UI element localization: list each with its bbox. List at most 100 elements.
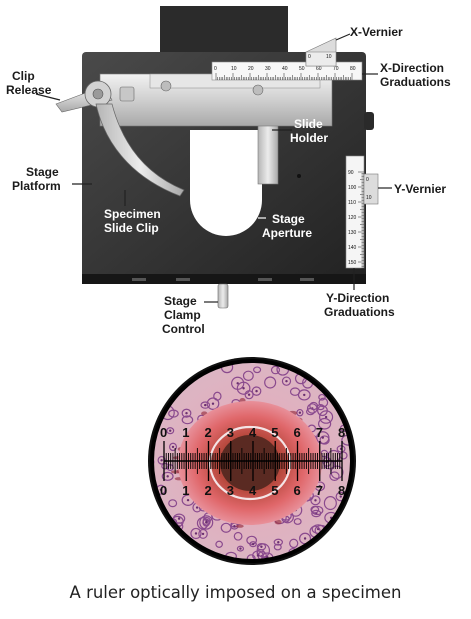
reticle-number-bottom: 0 (160, 483, 167, 498)
tissue-cell (310, 495, 321, 506)
x-scale-number: 40 (282, 66, 288, 72)
y-scale-number: 130 (348, 230, 357, 236)
tissue-cell (190, 527, 202, 540)
tissue-cell (274, 353, 281, 359)
reticle-number-top: 5 (271, 425, 278, 440)
slide-holder-screw-right (252, 84, 264, 96)
label-y-direction-graduations-1: Y-Direction (326, 291, 389, 305)
reticle-number-bottom: 7 (316, 483, 323, 498)
x-scale-number: 30 (265, 66, 271, 72)
cell-nucleus (201, 532, 205, 536)
stage-clamp-control (217, 283, 229, 309)
tissue-cell (336, 445, 346, 453)
label-stage-platform-1: Stage (26, 165, 59, 179)
figure-caption: A ruler optically imposed on a specimen (69, 583, 402, 602)
x-scale-number: 10 (231, 66, 237, 72)
y-scale-number: 90 (348, 170, 354, 176)
x-vernier-number-0: 0 (308, 54, 311, 60)
stage-platform-bottom-edge (82, 274, 366, 284)
vessel-lumen-ring (208, 425, 292, 501)
cell-nucleus (152, 496, 154, 499)
tissue-cell (236, 545, 245, 552)
cell-nucleus (298, 411, 302, 414)
cell-nucleus (339, 495, 342, 498)
platform-screw-hole (297, 174, 301, 178)
stage-aperture (190, 130, 262, 236)
cell-nucleus (314, 499, 317, 502)
reticle-number-bottom: 2 (205, 483, 212, 498)
tissue-cell (318, 397, 329, 408)
tissue-cell (181, 408, 192, 418)
tissue-cell (316, 431, 330, 445)
reticle-number-bottom: 3 (227, 483, 234, 498)
x-scale-number: 20 (248, 66, 254, 72)
reticle-number-top: 8 (338, 425, 345, 440)
x-scale-number: 60 (316, 66, 322, 72)
cell-nucleus (239, 547, 242, 550)
tissue-cell (264, 376, 277, 389)
reticle-number-bottom: 5 (271, 483, 278, 498)
label-specimen-slide-clip-1: Specimen (104, 207, 161, 221)
vessel-lumen (220, 435, 280, 491)
cell-nucleus (318, 485, 321, 488)
label-stage-clamp-control-1: Stage (164, 294, 197, 308)
tissue-cell (200, 401, 211, 409)
label-clip-release-2: Release (6, 83, 52, 97)
cell-nucleus (247, 393, 251, 396)
label-specimen-slide-clip-2: Slide Clip (104, 221, 159, 235)
tissue-cell (273, 538, 284, 546)
platform-bottom-notches (132, 278, 314, 281)
cell-nucleus (285, 379, 288, 383)
slide-holder-knob (119, 86, 135, 102)
tissue-cell (168, 442, 178, 452)
cell-nucleus (218, 560, 222, 561)
cell-nucleus (251, 542, 255, 546)
tissue-cell (293, 518, 302, 525)
tissue-cell (196, 517, 209, 530)
tissue-cell (199, 515, 214, 530)
x-scale-number: 80 (350, 66, 356, 72)
tissue-cell (323, 496, 337, 511)
tissue-cell (317, 405, 328, 417)
x-scale-ticks (215, 73, 353, 80)
specimen-slide-clip (95, 103, 185, 197)
label-y-vernier: Y-Vernier (394, 182, 446, 196)
label-stage-clamp-control-3: Control (162, 322, 205, 336)
stage-side-knob (364, 112, 374, 130)
label-slide-holder-2: Holder (290, 131, 328, 145)
clip-release-hub (92, 88, 104, 100)
y-direction-scale (345, 155, 365, 269)
cell-nucleus (303, 393, 306, 397)
y-scale-number: 140 (348, 245, 357, 251)
tissue-cell (246, 554, 256, 561)
y-scale-number: 110 (348, 200, 356, 206)
cell-nucleus (303, 537, 307, 540)
tissue-cell (249, 541, 257, 548)
cell-nucleus (204, 403, 207, 407)
label-stage-platform-2: Platform (12, 179, 61, 193)
x-direction-scale (211, 61, 363, 81)
cell-nucleus (169, 429, 172, 432)
cell-nucleus (256, 554, 260, 557)
reticle-number-top: 2 (205, 425, 212, 440)
label-x-direction-graduations-1: X-Direction (380, 61, 444, 75)
label-x-direction-graduations-2: Graduations (380, 75, 451, 89)
field-edge (150, 359, 354, 563)
tissue-cell (236, 381, 251, 395)
tissue-cell (166, 427, 175, 435)
reticle-number-top: 7 (316, 425, 323, 440)
y-scale-number: 120 (348, 215, 357, 221)
vessel-cell (235, 524, 244, 528)
label-slide-holder-1: Slide (294, 117, 323, 131)
label-x-vernier: X-Vernier (350, 25, 403, 39)
y-scale-number: 100 (348, 185, 357, 191)
cell-nucleus (242, 387, 245, 390)
tissue-cell (215, 540, 223, 548)
tissue-cell (202, 516, 211, 526)
cell-nucleus (171, 445, 175, 449)
